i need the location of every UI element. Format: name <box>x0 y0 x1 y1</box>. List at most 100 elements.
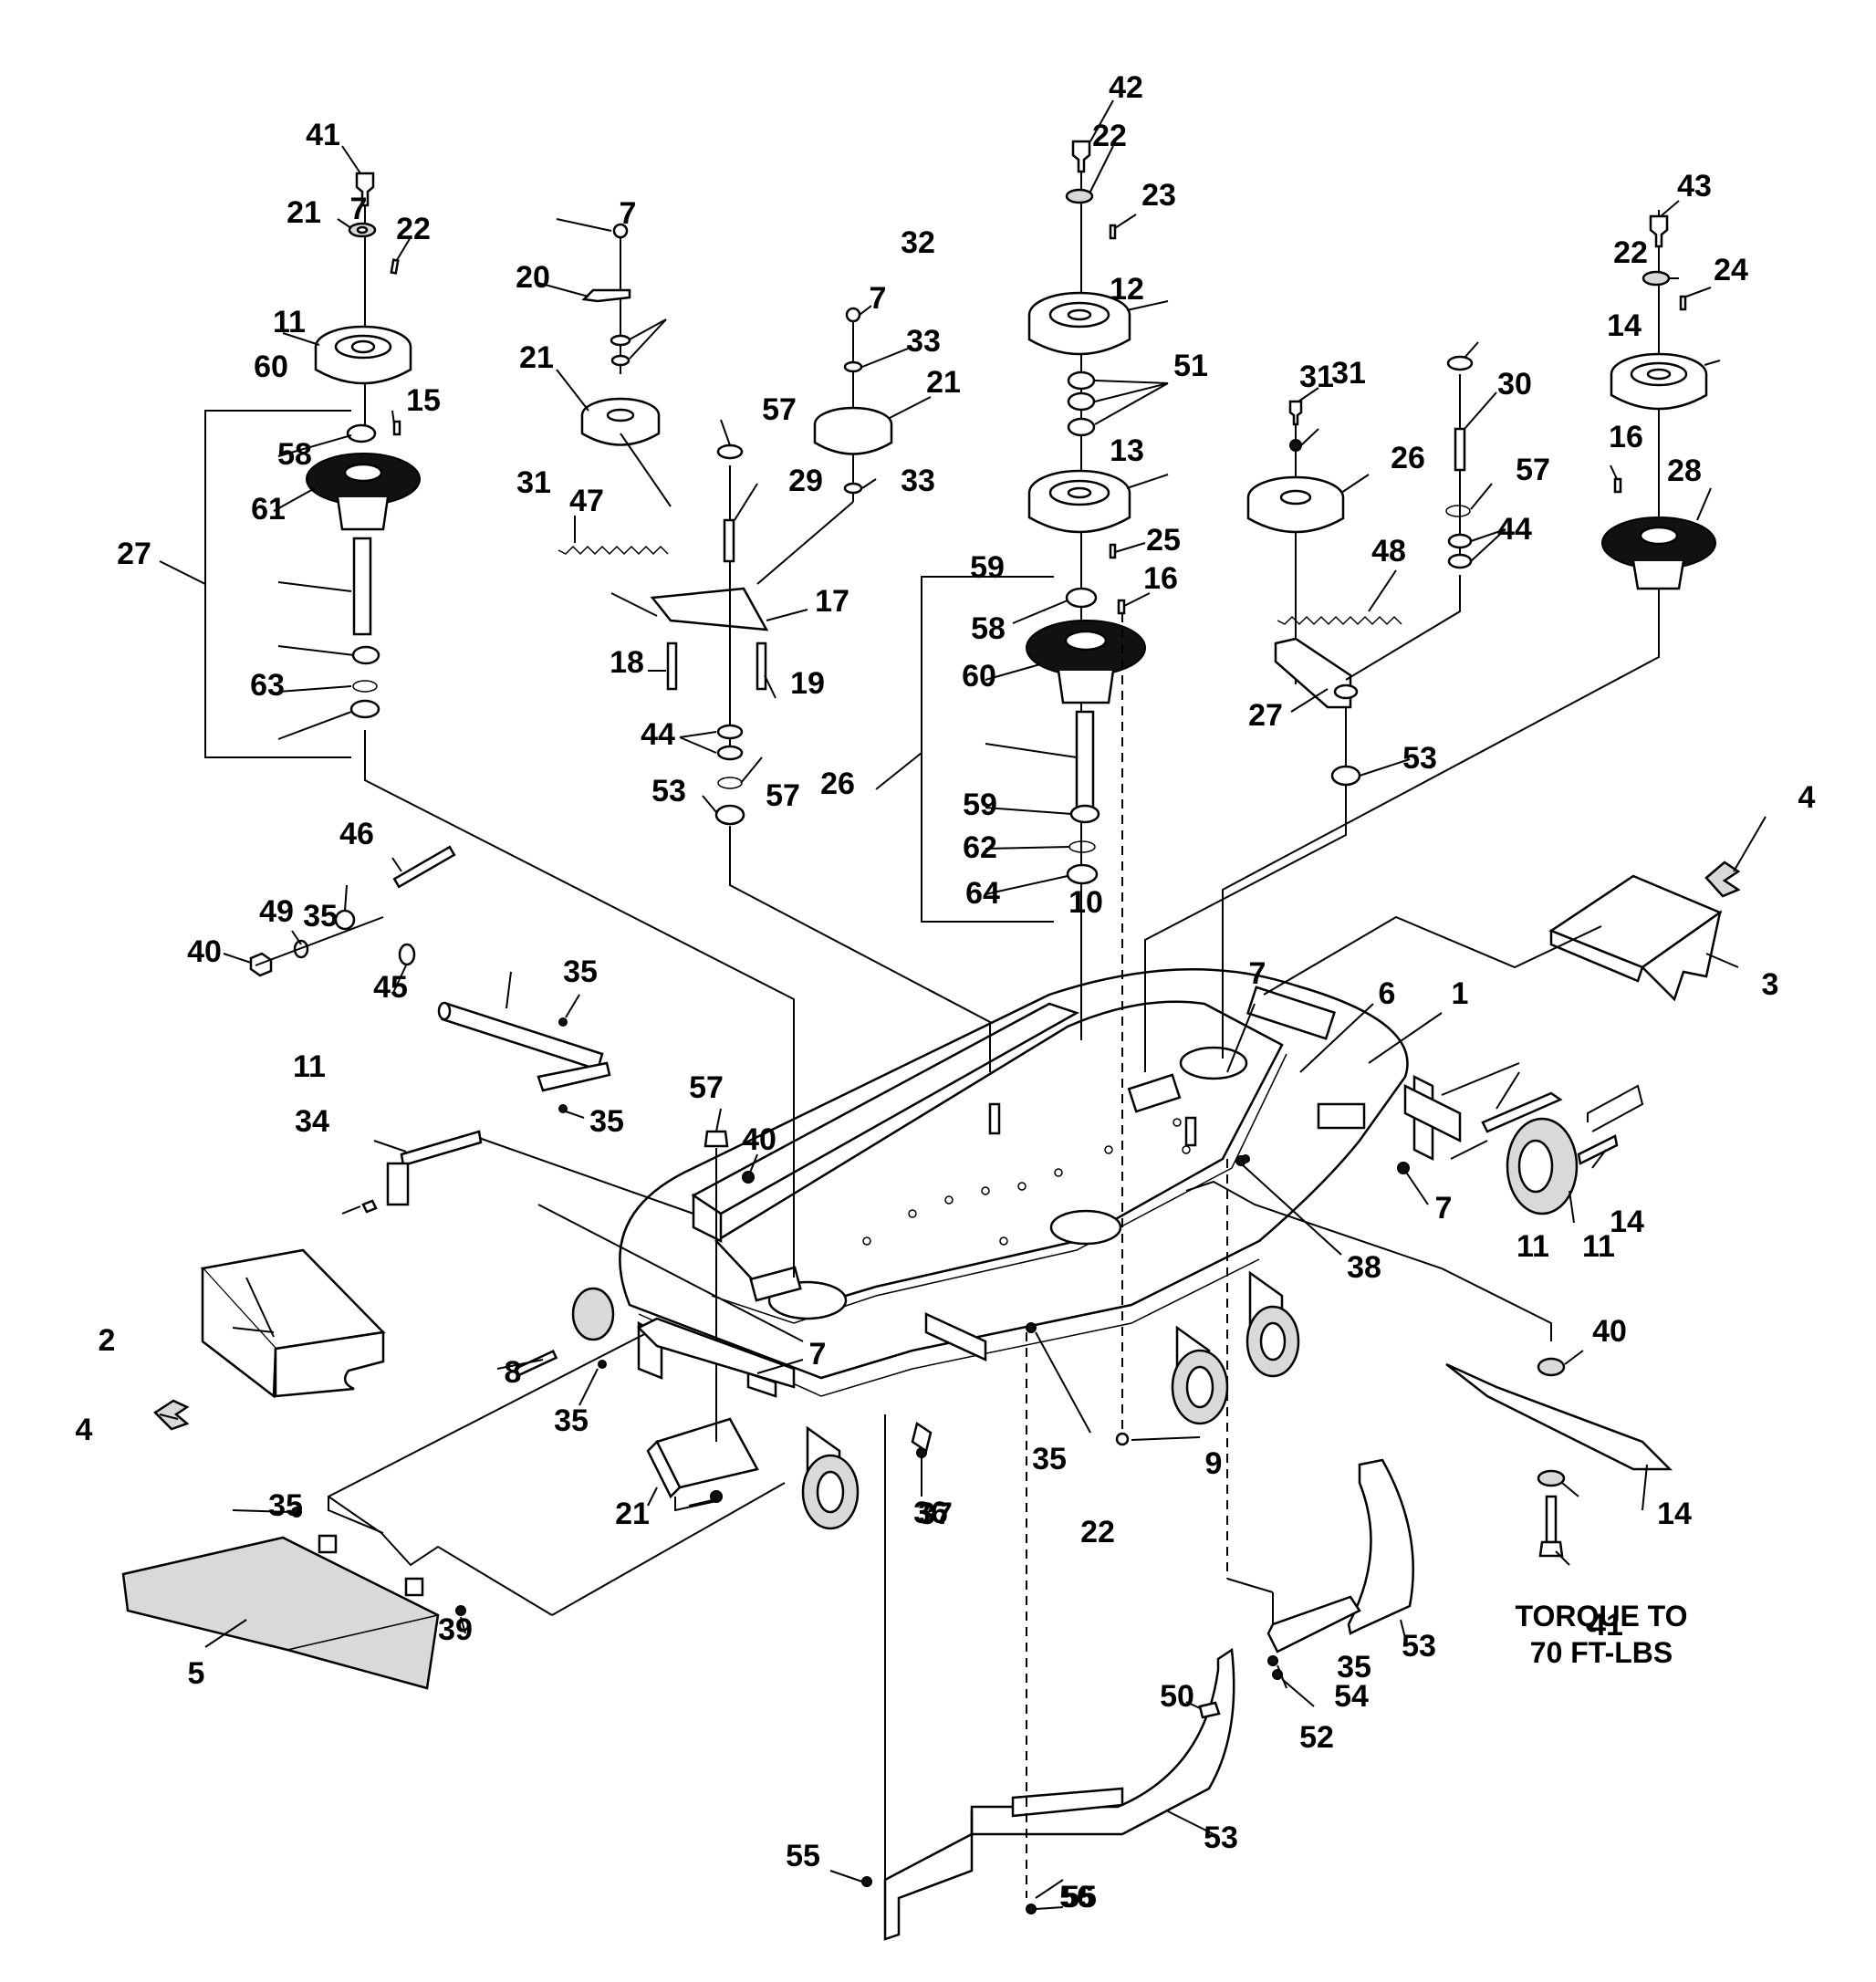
callout-35: 35 <box>1032 1442 1067 1476</box>
callout-1: 1 <box>1452 976 1469 1011</box>
callout-28: 28 <box>1667 454 1702 488</box>
callout-31: 31 <box>516 465 551 500</box>
callout-30: 30 <box>1497 367 1532 402</box>
torque-note: TORQUE TO 70 FT-LBS <box>1515 1600 1687 1669</box>
callout-51: 51 <box>1173 349 1208 383</box>
callout-9: 9 <box>1205 1446 1223 1481</box>
callout-13: 13 <box>1110 433 1144 468</box>
callout-26: 26 <box>820 767 855 801</box>
callout-27: 27 <box>117 537 151 571</box>
callout-35: 35 <box>589 1104 624 1139</box>
callout-44: 44 <box>641 717 675 752</box>
callout-53: 53 <box>1204 1820 1238 1855</box>
callout-61: 61 <box>251 492 286 527</box>
torque-note-line1: TORQUE TO <box>1515 1600 1687 1633</box>
left-side-parts <box>121 730 804 1690</box>
callout-54: 54 <box>1334 1679 1369 1714</box>
callout-36: 36 <box>913 1496 948 1530</box>
callout-20: 20 <box>516 260 550 295</box>
callout-62: 62 <box>963 830 997 865</box>
callout-21: 21 <box>287 195 321 230</box>
callout-21: 21 <box>519 340 554 375</box>
callout-40: 40 <box>1592 1314 1627 1349</box>
left-spindle-assembly <box>204 172 421 758</box>
callout-56: 56 <box>1059 1880 1094 1914</box>
callout-16: 16 <box>1609 420 1643 454</box>
callout-4: 4 <box>1798 780 1816 815</box>
torque-note-line2: 70 FT-LBS <box>1530 1636 1673 1669</box>
callout-55: 55 <box>1062 1880 1097 1914</box>
callout-24: 24 <box>1714 253 1748 287</box>
callout-11: 11 <box>1582 1229 1615 1264</box>
callout-11: 11 <box>293 1049 326 1084</box>
callout-31: 31 <box>1331 356 1366 391</box>
callout-7: 7 <box>809 1337 827 1372</box>
callout-2: 2 <box>99 1323 116 1358</box>
callout-3: 3 <box>1762 967 1779 1002</box>
callout-57: 57 <box>1516 453 1550 487</box>
callout-47: 47 <box>569 484 604 518</box>
callout-21: 21 <box>615 1497 650 1531</box>
callout-46: 46 <box>339 817 374 851</box>
callout-27: 27 <box>1248 698 1283 733</box>
callout-53: 53 <box>651 774 686 808</box>
callout-22: 22 <box>1092 119 1127 153</box>
callout-16: 16 <box>1143 561 1178 596</box>
callout-53: 53 <box>1402 1629 1436 1664</box>
callout-57: 57 <box>762 392 797 427</box>
callout-23: 23 <box>1141 178 1176 213</box>
deck-housing <box>571 968 1462 1530</box>
callout-59: 59 <box>970 550 1005 585</box>
callout-40: 40 <box>187 934 222 969</box>
callout-14: 14 <box>1610 1205 1644 1239</box>
callout-22: 22 <box>1080 1515 1115 1549</box>
callout-7: 7 <box>350 192 368 226</box>
callout-57: 57 <box>689 1070 724 1105</box>
callout-42: 42 <box>1109 70 1143 105</box>
right-side-parts <box>598 861 1741 1941</box>
callout-7: 7 <box>1249 956 1266 991</box>
callout-63: 63 <box>250 668 285 703</box>
callout-49: 49 <box>259 894 294 929</box>
callout-35: 35 <box>1337 1650 1371 1685</box>
callout-21: 21 <box>926 365 961 400</box>
callout-8: 8 <box>505 1355 522 1390</box>
callout-15: 15 <box>406 383 441 418</box>
right-idler-assembly <box>1144 355 1474 1072</box>
callout-35: 35 <box>554 1403 589 1438</box>
callout-18: 18 <box>610 645 644 680</box>
leader-lines <box>159 99 1767 1910</box>
callout-43: 43 <box>1677 169 1712 203</box>
callout-35: 35 <box>268 1488 303 1523</box>
callout-50: 50 <box>1160 1679 1194 1714</box>
callout-55: 55 <box>786 1839 820 1873</box>
callout-33: 33 <box>906 324 941 359</box>
callout-53: 53 <box>1402 741 1437 776</box>
callout-11: 11 <box>1516 1229 1549 1264</box>
idler-pulley-assembly <box>558 223 991 1072</box>
callout-44: 44 <box>1497 512 1532 547</box>
callout-60: 60 <box>254 349 288 384</box>
callout-32: 32 <box>901 225 935 260</box>
callout-19: 19 <box>790 666 825 701</box>
callout-48: 48 <box>1371 534 1406 569</box>
callout-45: 45 <box>373 970 408 1005</box>
callout-7: 7 <box>1435 1191 1453 1226</box>
callout-57: 57 <box>766 778 800 813</box>
callout-14: 14 <box>1607 308 1642 343</box>
callout-58: 58 <box>277 437 312 472</box>
callout-41: 41 <box>306 118 340 152</box>
callout-25: 25 <box>1146 523 1181 558</box>
callout-31: 31 <box>1299 360 1334 394</box>
callout-37: 37 <box>918 1497 953 1531</box>
callout-41: 41 <box>1589 1608 1623 1643</box>
callout-14: 14 <box>1657 1497 1692 1531</box>
callout-39: 39 <box>438 1612 473 1647</box>
callout-7: 7 <box>870 281 887 316</box>
callout-35: 35 <box>563 954 598 989</box>
center-spindle-assembly <box>921 140 1146 1446</box>
right-spindle-assembly <box>1222 210 1716 1059</box>
callout-38: 38 <box>1347 1250 1381 1285</box>
